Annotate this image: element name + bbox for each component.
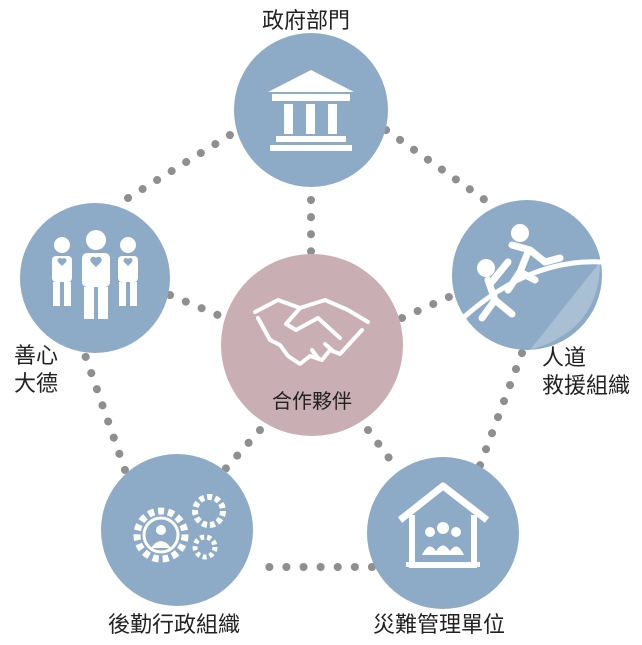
spoke-hum — [398, 288, 464, 322]
connector-log-cha — [81, 351, 129, 474]
handshake-icon — [253, 298, 370, 366]
people-with-hearts-icon — [52, 230, 138, 319]
spoke-cha — [166, 291, 229, 322]
label-charity: 善心 大德 — [14, 344, 59, 397]
label-government: 政府部門 — [262, 9, 351, 34]
node-government — [234, 33, 388, 187]
node-charity — [20, 203, 170, 353]
node-logistics — [101, 454, 253, 606]
spoke-dis — [364, 426, 402, 474]
climbers-helping-icon — [461, 224, 603, 350]
label-center-partners: 合作夥伴 — [272, 389, 352, 413]
center-node — [221, 254, 403, 436]
connector-cha-gov — [124, 126, 242, 202]
spoke-log — [216, 426, 264, 479]
label-logistics: 後勤行政組織 — [108, 613, 241, 638]
label-humanitarian: 人道 救援組織 — [542, 346, 631, 399]
node-humanitarian — [452, 200, 603, 350]
gears-with-person-icon — [133, 494, 226, 563]
connector-gov-hum — [382, 126, 496, 209]
node-disaster-management — [367, 457, 519, 609]
government-building-icon — [268, 70, 354, 151]
house-with-people-icon — [397, 482, 490, 568]
label-disaster-management: 災難管理單位 — [373, 613, 506, 638]
